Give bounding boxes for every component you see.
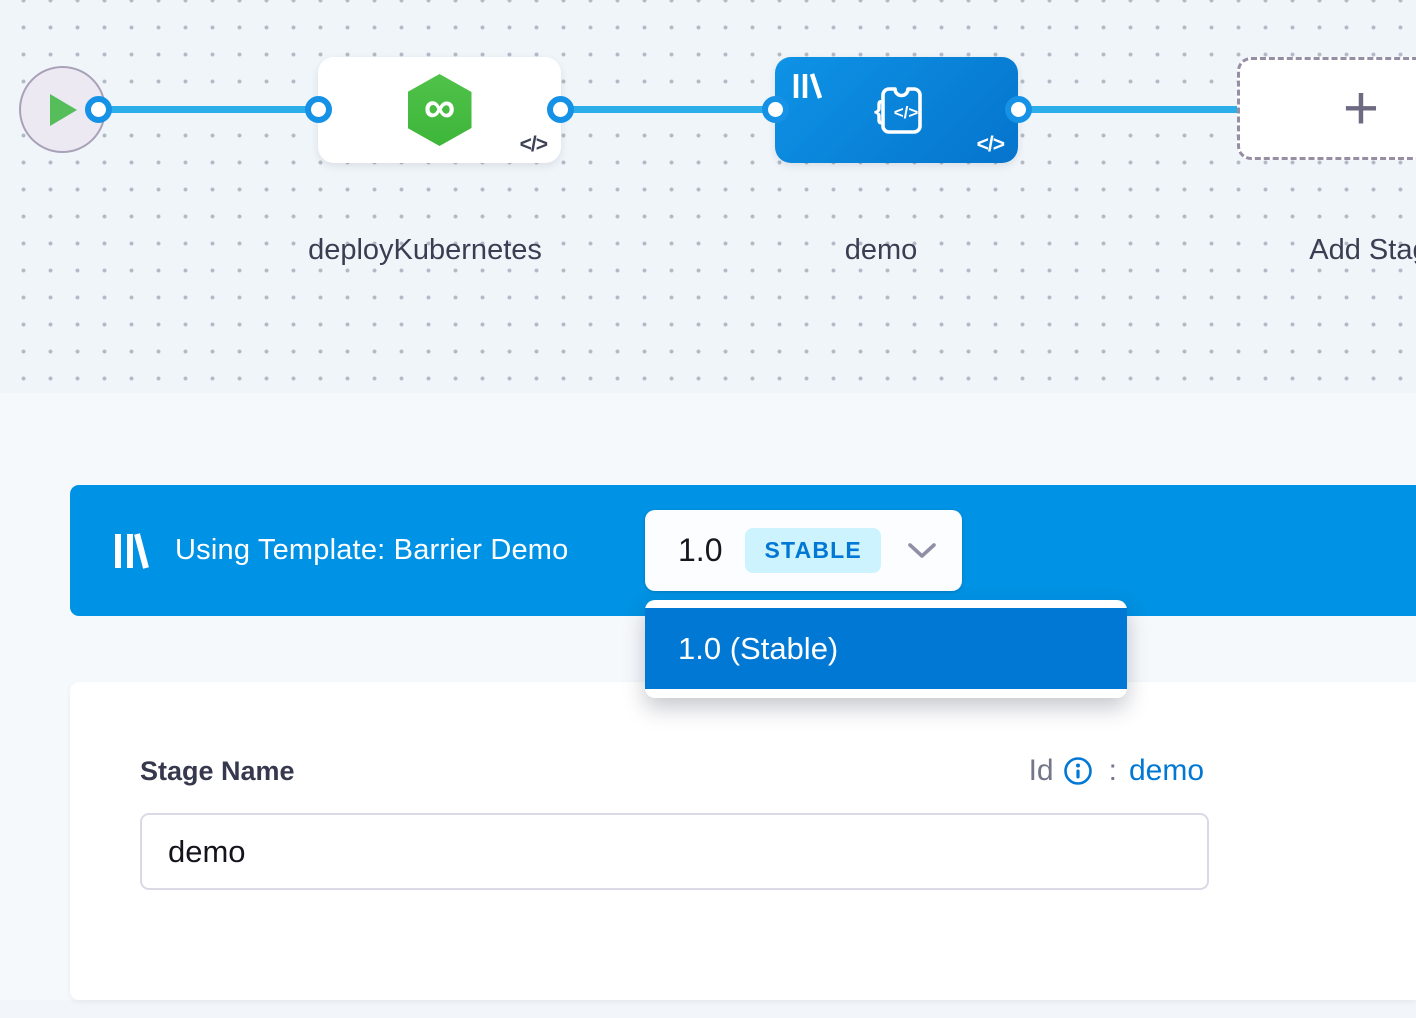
code-view-icon[interactable]: </> [976, 133, 1005, 156]
stage-overview-panel: Stage Name Id : demo [70, 682, 1416, 1000]
svg-text:</>: </> [893, 103, 918, 122]
custom-stage-icon: { </> [874, 87, 922, 134]
stage-node-deploykubernetes[interactable]: ∞ </> [318, 57, 561, 163]
id-label: Id [1028, 754, 1054, 787]
port-start-out[interactable] [85, 96, 112, 123]
stage-id-value: demo [1128, 754, 1204, 787]
background-strip [0, 1000, 1416, 1018]
stage-id-row: Id : demo [1029, 754, 1204, 788]
deploy-stage-icon: ∞ [407, 74, 472, 146]
info-icon[interactable] [1063, 756, 1093, 786]
stage-label-deploykubernetes: deployKubernetes [308, 234, 542, 266]
stage-name-label: Stage Name [140, 756, 295, 786]
svg-text:{: { [874, 95, 884, 125]
port-stage2-out[interactable] [1005, 96, 1032, 123]
play-icon [49, 93, 77, 126]
pipeline-canvas[interactable]: ∞ </> { </> </> + deployKubernetes demo … [0, 0, 1416, 393]
template-version-selector[interactable]: 1.0 STABLE [645, 510, 962, 591]
template-library-icon [793, 73, 823, 99]
stage-label-demo: demo [844, 234, 918, 266]
edge-stage2-to-addstage [1018, 106, 1240, 113]
version-number: 1.0 [678, 532, 723, 568]
chevron-down-icon [907, 542, 937, 560]
add-stage-button[interactable]: + [1237, 57, 1416, 160]
edge-start-to-stage1 [98, 106, 318, 113]
edge-stage1-to-stage2 [560, 106, 775, 113]
stage-node-demo[interactable]: { </> </> [775, 57, 1018, 163]
code-view-icon[interactable]: </> [519, 133, 548, 156]
using-template-text: Using Template: Barrier Demo [175, 534, 569, 566]
stage-name-input[interactable] [140, 813, 1209, 890]
version-dropdown-menu: 1.0 (Stable) [645, 600, 1127, 698]
add-stage-label: Add Stage [1309, 234, 1416, 266]
port-stage1-in[interactable] [305, 96, 332, 123]
plus-icon: + [1342, 74, 1380, 143]
version-dropdown-option[interactable]: 1.0 (Stable) [645, 608, 1127, 689]
stable-badge: STABLE [745, 528, 881, 573]
port-stage1-out[interactable] [547, 96, 574, 123]
using-template-banner: Using Template: Barrier Demo 1.0 STABLE [70, 485, 1416, 616]
port-stage2-in[interactable] [762, 96, 789, 123]
template-library-icon [115, 532, 149, 569]
id-separator: : [1108, 754, 1117, 787]
